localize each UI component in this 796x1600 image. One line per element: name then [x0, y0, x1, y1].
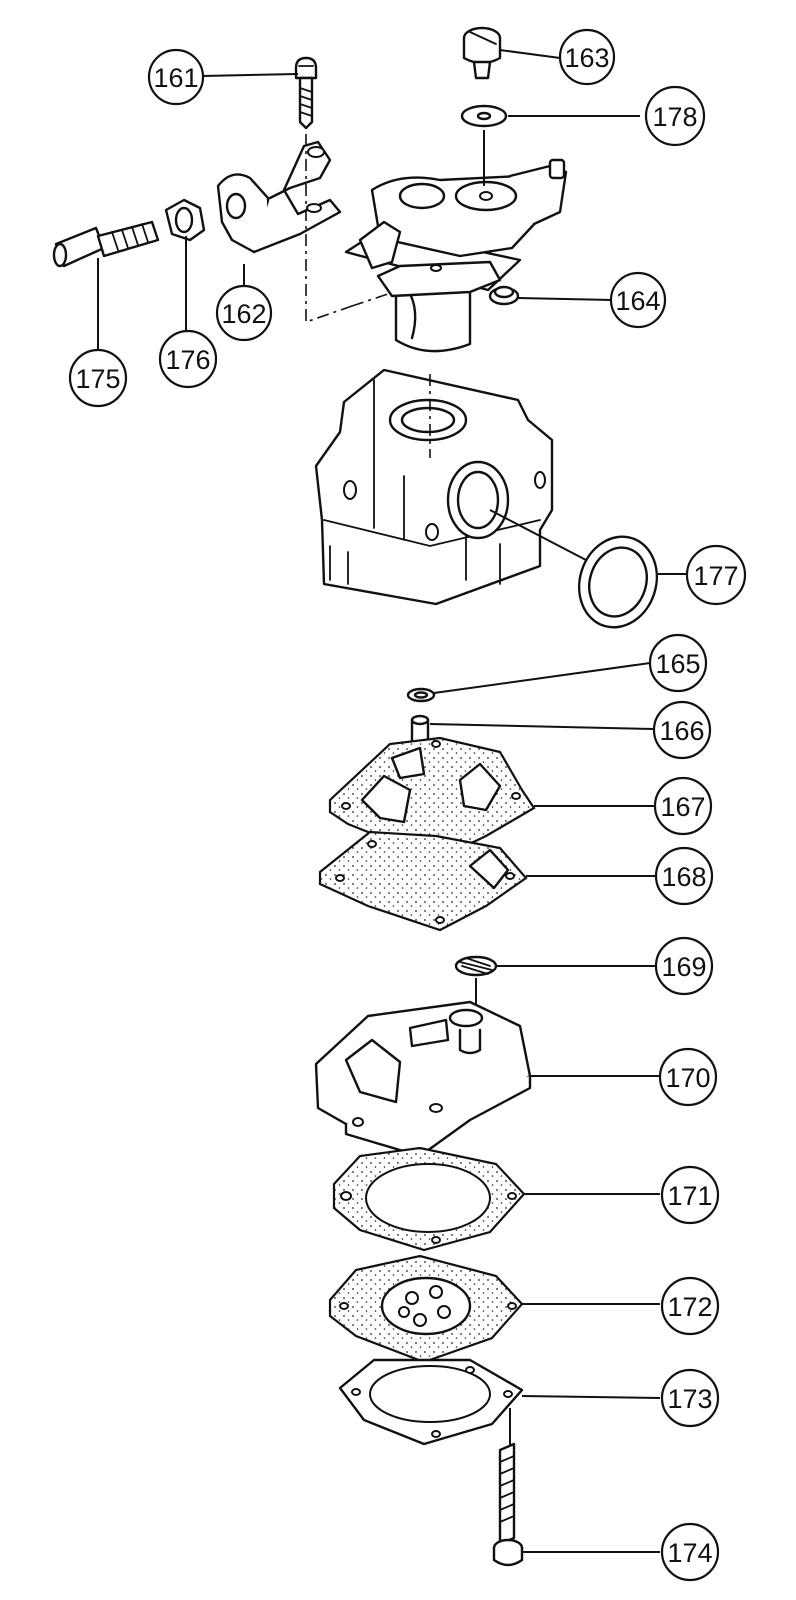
callout-175: 175 — [68, 348, 128, 408]
callout-label-174: 174 — [667, 1538, 712, 1568]
callout-174: 174 — [660, 1522, 720, 1582]
part-161-screw — [294, 56, 318, 130]
part-177-seal — [577, 535, 659, 629]
callout-169: 169 — [654, 936, 714, 996]
callout-178: 178 — [644, 85, 706, 147]
part-176-nut — [164, 198, 206, 242]
callout-label-173: 173 — [667, 1384, 712, 1414]
part-164-cap — [488, 285, 520, 306]
callout-label-171: 171 — [667, 1181, 712, 1211]
callout-label-161: 161 — [153, 63, 198, 93]
part-170-pump-body — [314, 1000, 532, 1158]
callout-label-162: 162 — [221, 299, 266, 329]
callout-label-164: 164 — [615, 286, 660, 316]
callout-label-175: 175 — [75, 364, 120, 394]
part-163-screw — [462, 26, 502, 80]
part-172-diaphragm — [328, 1254, 524, 1364]
part-171-gasket — [332, 1146, 526, 1252]
callout-162: 162 — [215, 284, 273, 342]
callout-label-170: 170 — [665, 1063, 710, 1093]
part-168-gasket — [318, 830, 528, 932]
callout-173: 173 — [660, 1368, 720, 1428]
callout-177: 177 — [685, 544, 747, 606]
carburetor-body — [314, 368, 554, 606]
part-178-washer — [460, 104, 508, 128]
callout-176: 176 — [158, 329, 218, 389]
throttle-valve-assembly — [344, 130, 568, 353]
callout-172: 172 — [660, 1276, 720, 1336]
callout-167: 167 — [653, 776, 713, 836]
leader-lines — [97, 49, 686, 1553]
callout-171: 171 — [660, 1165, 720, 1225]
callout-161: 161 — [147, 48, 205, 106]
part-162-bracket — [216, 140, 342, 254]
callout-label-178: 178 — [652, 102, 697, 132]
callout-label-172: 172 — [667, 1292, 712, 1322]
part-174-screw — [492, 1408, 524, 1567]
callout-label-176: 176 — [165, 345, 210, 375]
callout-label-169: 169 — [661, 952, 706, 982]
part-167-gasket — [328, 736, 536, 860]
part-165-ring — [406, 687, 436, 703]
callout-label-165: 165 — [655, 649, 700, 679]
callout-label-177: 177 — [693, 561, 738, 591]
callout-166: 166 — [652, 700, 712, 760]
callout-label-168: 168 — [661, 862, 706, 892]
callout-label-167: 167 — [660, 792, 705, 822]
callout-label-163: 163 — [564, 43, 609, 73]
callout-164: 164 — [609, 271, 667, 329]
callout-168: 168 — [654, 846, 714, 906]
callout-163: 163 — [558, 28, 616, 86]
part-175-adjuster — [52, 220, 160, 268]
callout-165: 165 — [648, 633, 708, 693]
part-173-cover — [338, 1358, 524, 1446]
callout-label-166: 166 — [659, 716, 704, 746]
callout-170: 170 — [658, 1047, 718, 1107]
